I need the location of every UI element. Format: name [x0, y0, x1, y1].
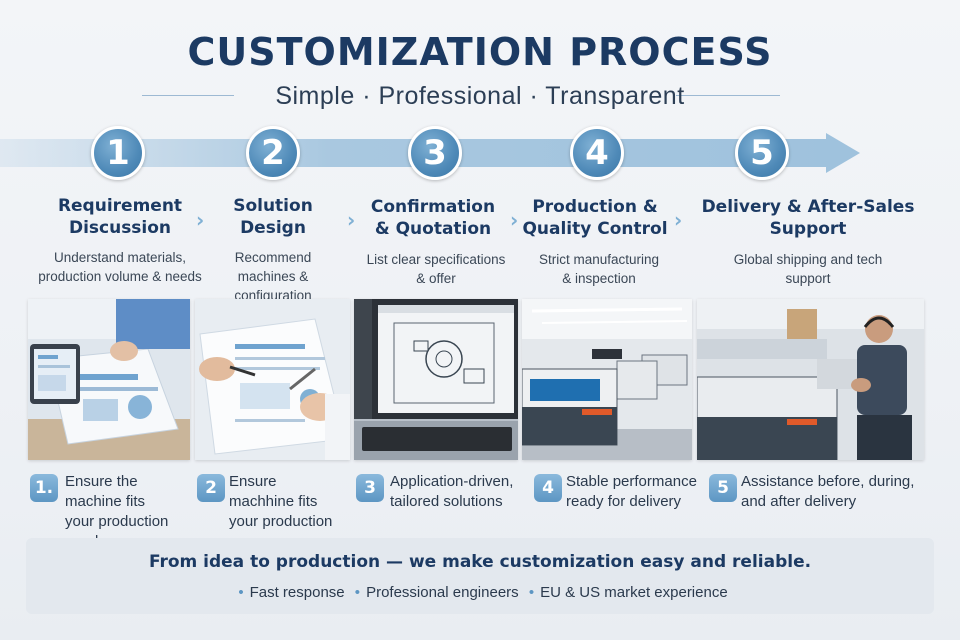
step-1-title: Requirement Discussion — [57, 196, 183, 238]
benefit-3-badge: 3 — [356, 474, 384, 502]
step-2-title: Solution Design — [233, 196, 313, 238]
laser-machine-factory-photo — [522, 299, 692, 460]
bullet-icon: • — [354, 584, 361, 601]
benefit-2-text: Ensure machhine fits your production — [229, 473, 333, 530]
footer-headline: From idea to production — we make custom… — [148, 552, 812, 572]
process-arrow-head-icon — [826, 133, 860, 173]
step-5-title: Delivery & After-Sales Support — [701, 197, 915, 239]
benefit-2-badge: 2 — [197, 474, 225, 502]
documents-and-tablet-photo — [28, 299, 190, 460]
step-4-description: Strict manufacturing & inspection — [538, 252, 660, 286]
benefit-3-text: Application-driven, tailored solutions — [390, 473, 514, 510]
step-1-description: Understand materials, production volume … — [38, 250, 202, 284]
benefit-5-badge: 5 — [709, 474, 737, 502]
subtitle-divider-right — [676, 95, 780, 96]
benefit-1-text: Ensure the machine fits your production … — [65, 473, 169, 550]
step-3-title: Confirmation & Quotation — [370, 197, 496, 239]
benefit-1-badge: 1. — [30, 474, 58, 502]
page-title: CUSTOMIZATION PROCESS — [187, 30, 773, 74]
subtitle: Simple · Professional · Transparent — [275, 82, 685, 110]
hands-reviewing-papers-photo — [195, 299, 350, 460]
footer-point-1: Fast response — [249, 584, 345, 601]
footer-panel — [26, 538, 934, 614]
benefit-5-text: Assistance before, during, and after del… — [741, 473, 915, 510]
chevron-right-icon: › — [674, 208, 683, 232]
step-3-number: 3 — [408, 126, 462, 180]
benefit-4-text: Stable performance ready for delivery — [566, 473, 697, 510]
step-5-description: Global shipping and tech support — [733, 252, 883, 286]
step-4-title: Production & Quality Control — [522, 197, 668, 239]
subtitle-divider-left — [142, 95, 234, 96]
footer-point-2: Professional engineers — [366, 584, 519, 601]
step-5-number: 5 — [735, 126, 789, 180]
footer-points: • Fast response • Professional engineers •… — [0, 584, 960, 601]
step-2-description: Recommend machines & configuration — [234, 250, 312, 303]
step-1-number: 1 — [91, 126, 145, 180]
bullet-icon: • — [238, 584, 244, 601]
chevron-right-icon: › — [347, 208, 356, 232]
step-3-description: List clear specifications & offer — [366, 252, 506, 286]
footer-point-3: EU & US market experience — [540, 584, 728, 601]
support-agent-with-headset-photo — [697, 299, 924, 460]
bullet-icon: • — [528, 584, 535, 601]
subtitle-row: Simple · Professional · Transparent — [0, 80, 960, 110]
cad-drawing-monitor-photo — [354, 299, 518, 460]
step-4-number: 4 — [570, 126, 624, 180]
benefit-4-badge: 4 — [534, 474, 562, 502]
step-2-number: 2 — [246, 126, 300, 180]
chevron-right-icon: › — [510, 208, 519, 232]
chevron-right-icon: › — [196, 208, 205, 232]
